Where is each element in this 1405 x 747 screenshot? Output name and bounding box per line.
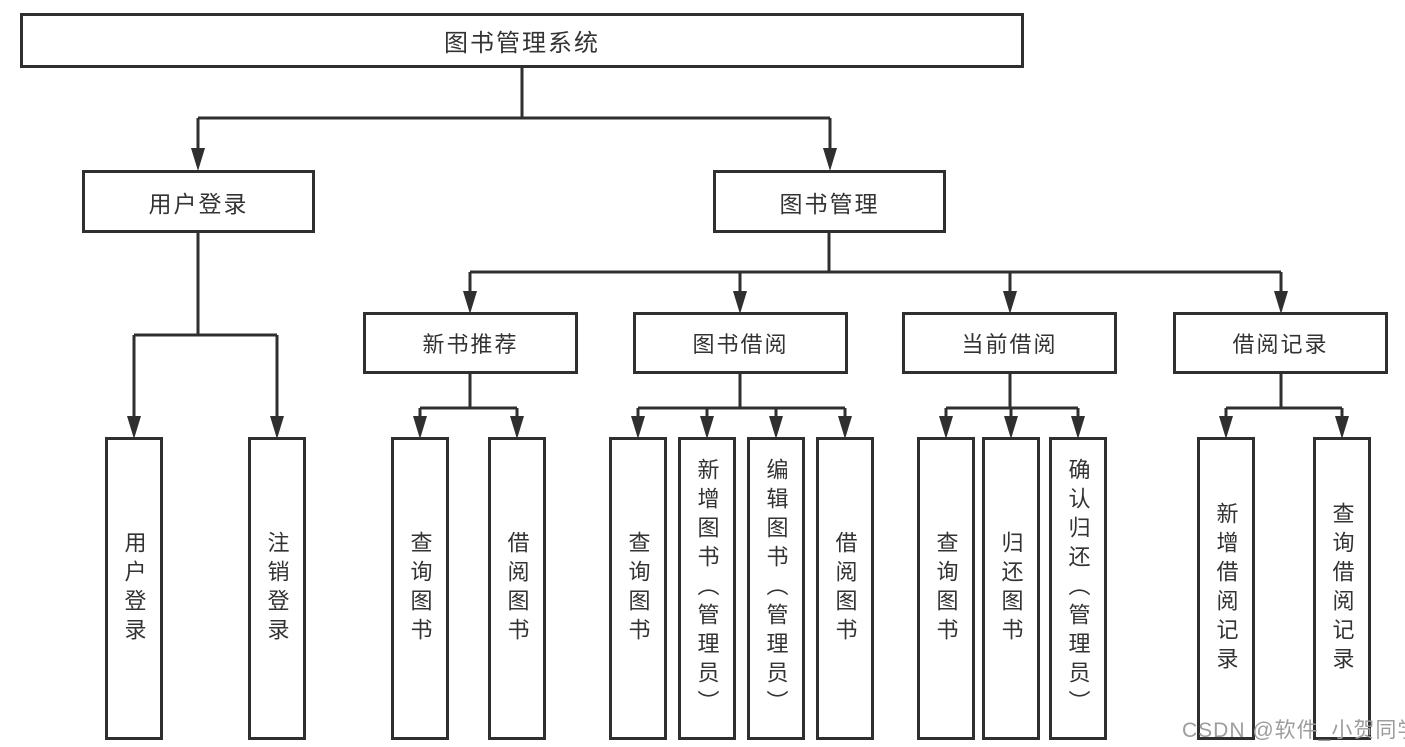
leaf-add-borrow-record: 新增借阅记录: [1197, 437, 1255, 740]
leaf-borrow-books-borrowing: 借阅图书: [816, 437, 874, 740]
leaf-label: 确认归还（管理员）: [1065, 458, 1091, 719]
leaf-borrow-books-recommend: 借阅图书: [488, 437, 546, 740]
node-book-borrowing: 图书借阅: [633, 312, 848, 374]
leaf-label: 借阅图书: [832, 530, 858, 647]
leaf-label: 查询图书: [407, 530, 433, 647]
node-root: 图书管理系统: [20, 13, 1024, 68]
leaf-logout: 注销登录: [248, 437, 306, 740]
leaf-edit-book-admin: 编辑图书（管理员）: [747, 437, 805, 740]
leaf-label: 新增借阅记录: [1213, 501, 1239, 676]
leaf-label: 查询图书: [933, 530, 959, 647]
leaf-query-books-current: 查询图书: [917, 437, 975, 740]
node-book-management: 图书管理: [713, 170, 946, 233]
branch-book-management: [463, 233, 1288, 314]
arrowhead-icon: [1219, 416, 1349, 439]
leaf-label: 用户登录: [121, 530, 147, 647]
arrowhead-icon: [631, 416, 852, 439]
node-borrowing-records: 借阅记录: [1173, 312, 1388, 374]
leaf-label: 查询图书: [625, 530, 651, 647]
branch-current-borrowing: [939, 374, 1085, 439]
leaf-label: 查询借阅记录: [1329, 501, 1355, 676]
arrowhead-icon: [413, 416, 524, 439]
leaf-return-books: 归还图书: [982, 437, 1040, 740]
arrowhead-icon: [191, 148, 837, 171]
node-current-borrowing: 当前借阅: [902, 312, 1117, 374]
leaf-add-book-admin: 新增图书（管理员）: [678, 437, 736, 740]
branch-new-book-recommendation: [413, 374, 524, 439]
connector-path: [636, 374, 847, 421]
branch-user-login: [127, 233, 284, 439]
leaf-label: 注销登录: [264, 530, 290, 647]
leaf-label: 归还图书: [998, 530, 1024, 647]
branch-borrowing-records: [1219, 374, 1349, 439]
node-new-book-recommendation: 新书推荐: [363, 312, 578, 374]
leaf-query-books-recommend: 查询图书: [391, 437, 449, 740]
connector-path: [418, 374, 519, 421]
leaf-label: 借阅图书: [504, 530, 530, 647]
leaf-label: 新增图书（管理员）: [694, 458, 720, 719]
node-user-login: 用户登录: [82, 170, 315, 233]
leaf-query-books-borrowing: 查询图书: [609, 437, 667, 740]
leaf-label: 编辑图书（管理员）: [763, 458, 789, 719]
arrowhead-icon: [463, 291, 1288, 314]
connector-path: [468, 233, 1283, 297]
connector-path: [132, 233, 279, 421]
branch-root: [191, 68, 837, 171]
arrowhead-icon: [939, 416, 1085, 439]
connector-path: [196, 68, 832, 155]
leaf-user-login: 用户登录: [105, 437, 163, 740]
leaf-confirm-return-admin: 确认归还（管理员）: [1049, 437, 1107, 740]
leaf-query-borrow-record: 查询借阅记录: [1313, 437, 1371, 740]
branch-book-borrowing: [631, 374, 852, 439]
arrowhead-icon: [127, 416, 284, 439]
csdn-watermark: CSDN @软件_小贺同学: [1182, 719, 1405, 742]
connector-path: [1224, 374, 1344, 421]
connector-path: [944, 374, 1080, 421]
